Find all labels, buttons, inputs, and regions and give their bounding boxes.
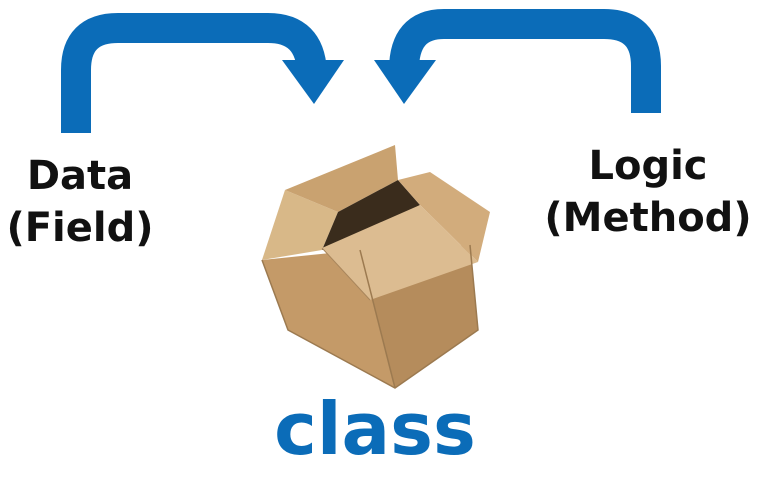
data-field-label: Data (Field) xyxy=(0,150,160,254)
left-arrow-icon xyxy=(61,13,344,133)
right-arrow-icon xyxy=(374,9,661,113)
logic-label-line1: Logic xyxy=(588,143,708,189)
data-label-line1: Data xyxy=(26,153,134,199)
data-label-line2: (Field) xyxy=(6,205,154,251)
logic-method-label: Logic (Method) xyxy=(535,140,761,244)
cardboard-box-icon xyxy=(261,145,490,389)
class-title: class xyxy=(274,387,476,471)
logic-label-line2: (Method) xyxy=(544,195,752,241)
